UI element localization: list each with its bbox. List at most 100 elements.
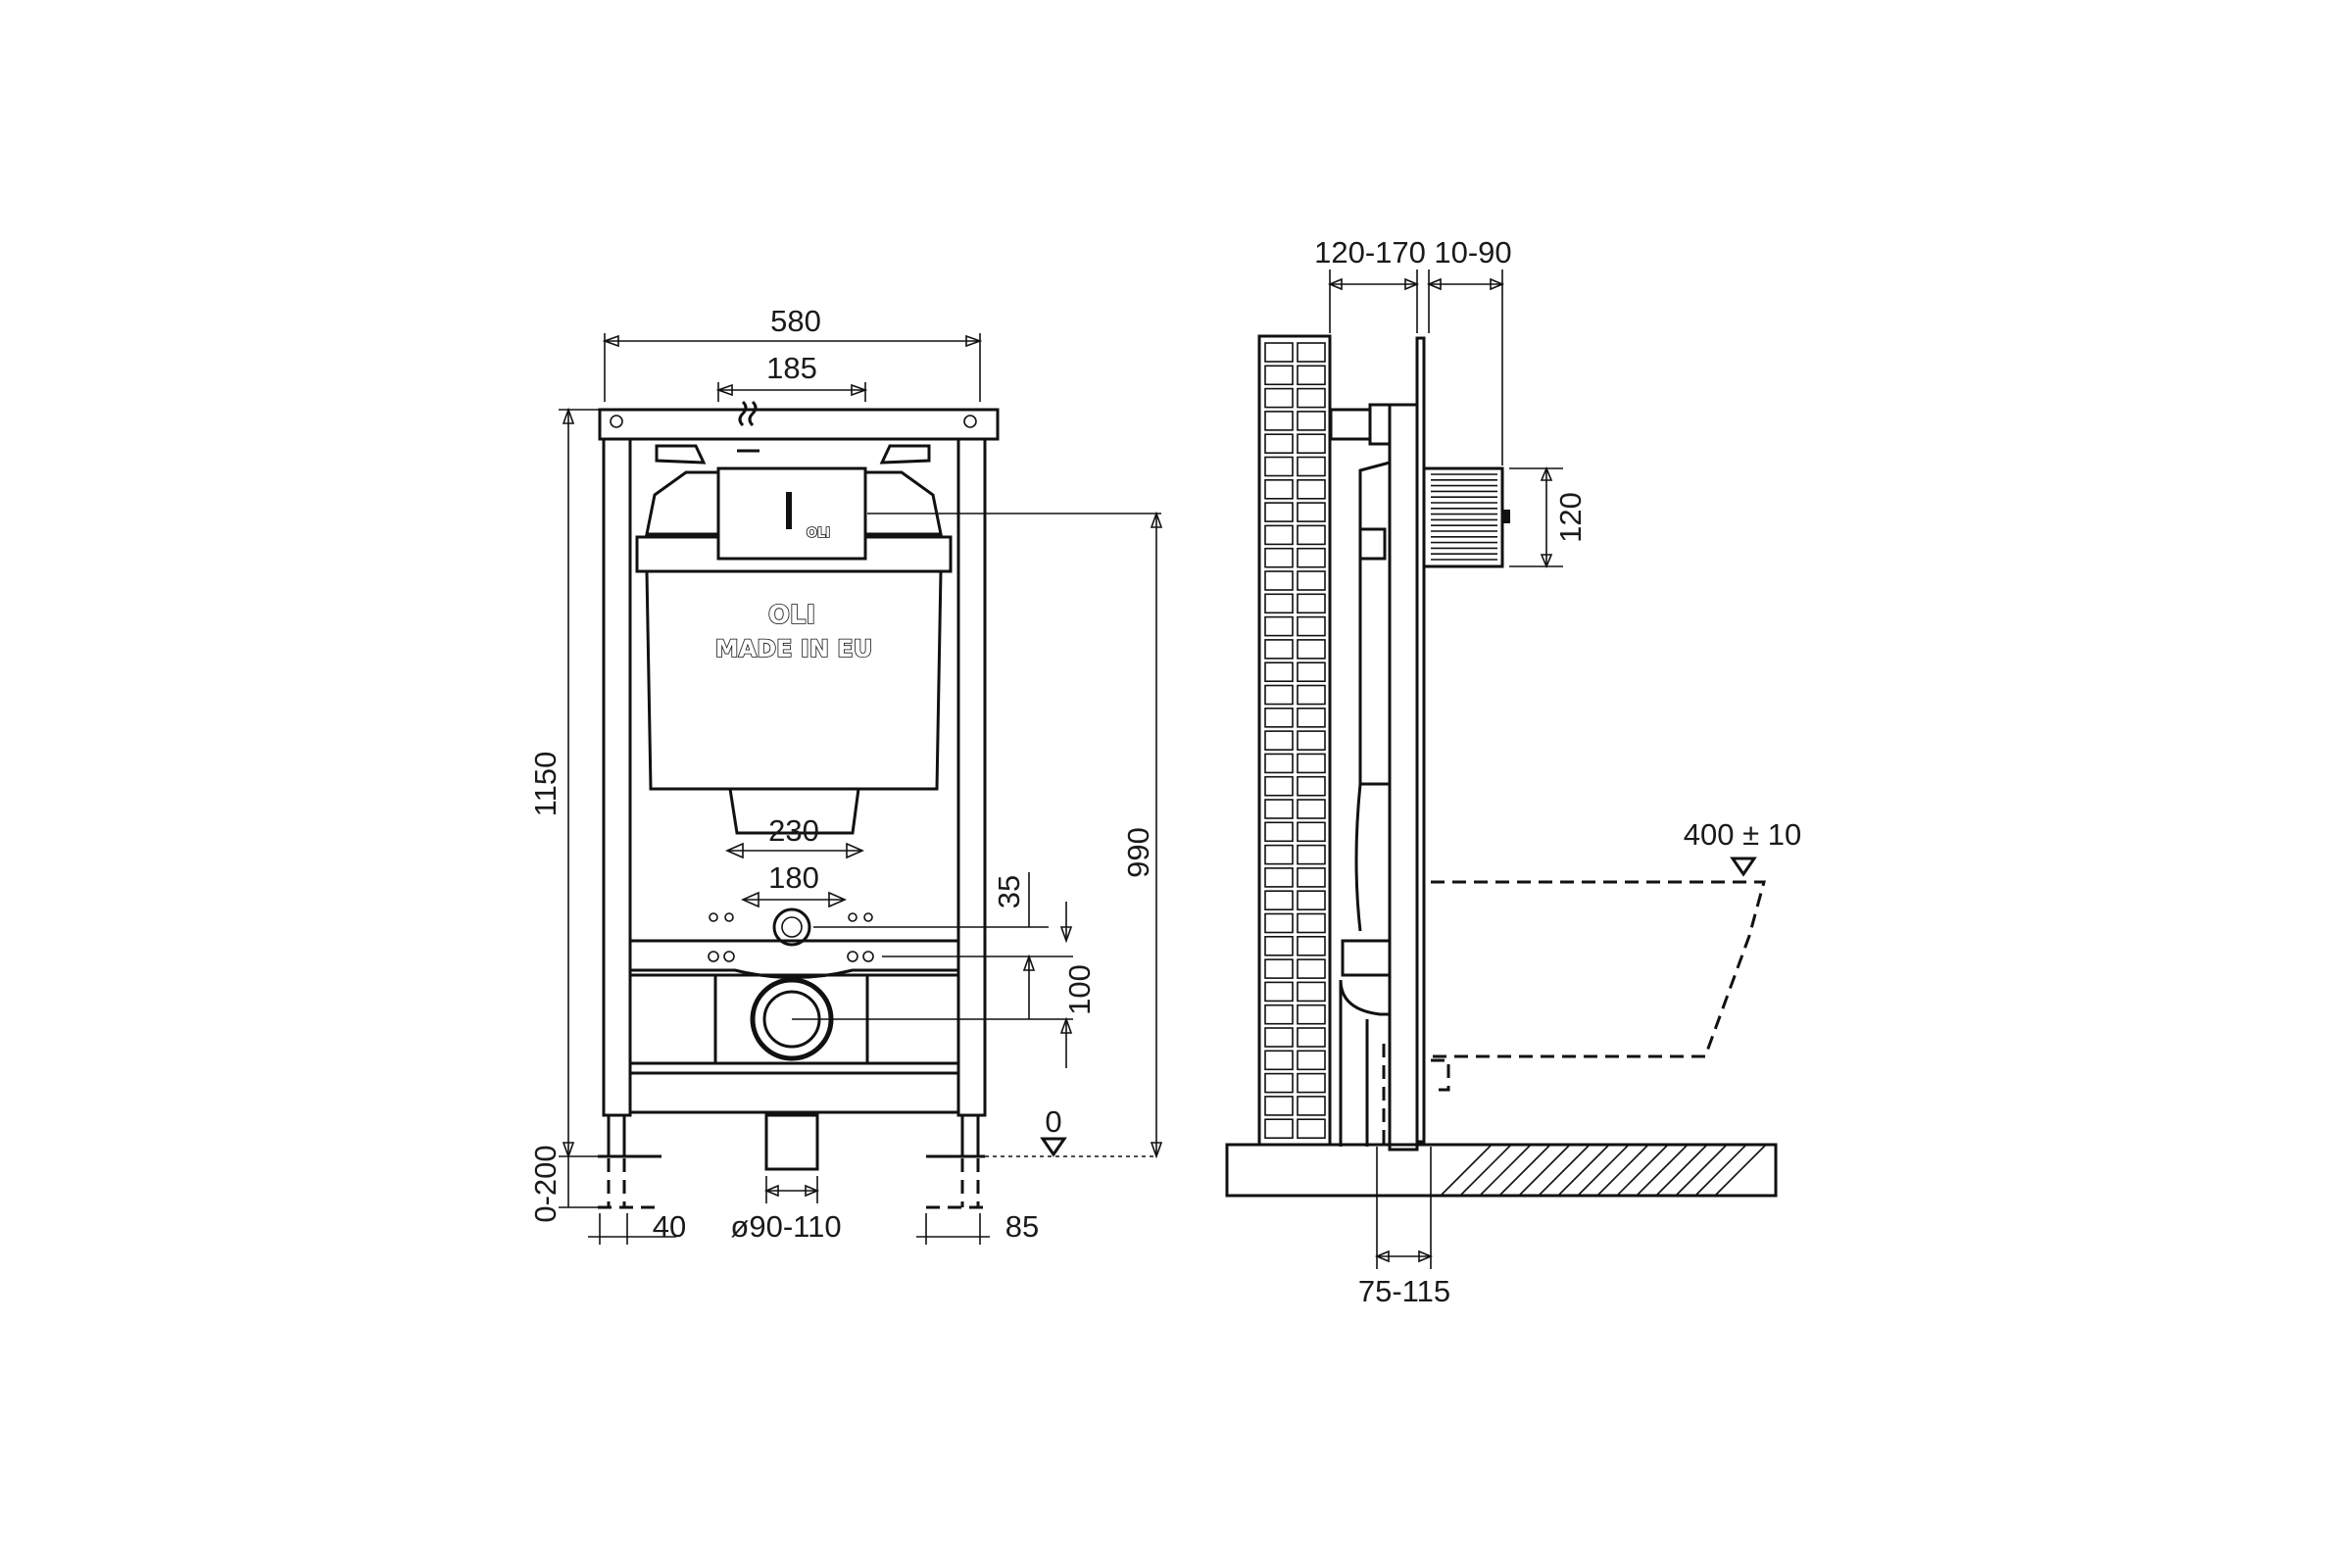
tile <box>1297 593 1326 614</box>
tile <box>1297 1118 1326 1139</box>
hatch-line <box>1459 1144 1512 1197</box>
tile <box>1297 342 1326 363</box>
dim-flange-height: 120 <box>1553 492 1588 543</box>
hatch-line <box>1577 1144 1630 1197</box>
tile <box>1297 411 1326 431</box>
front-view: OLI OLI MADE IN EU 580 185 <box>528 304 1163 1245</box>
tile <box>1297 981 1326 1003</box>
cistern-side <box>1358 461 1392 786</box>
tile <box>1297 958 1326 979</box>
dim-panel-gap: 10-90 <box>1434 235 1511 270</box>
frame-right-post <box>956 437 987 1117</box>
tile <box>1264 958 1294 979</box>
tile <box>1297 753 1326 774</box>
dim-seat-height: 400 ± 10 <box>1684 817 1801 852</box>
tile <box>1297 844 1326 865</box>
cistern-outlet <box>728 788 860 835</box>
tile <box>1297 570 1326 591</box>
tile <box>1264 844 1294 865</box>
dim-feet-adjust: 0-200 <box>528 1145 563 1222</box>
side-view: 120-170 10-90 120 400 ± 10 75-115 <box>1225 235 1801 1308</box>
tile <box>1264 547 1294 568</box>
tile <box>1264 1004 1294 1025</box>
tile <box>1264 433 1294 455</box>
side-frame <box>1388 403 1419 1152</box>
inlet-fitting <box>772 907 811 947</box>
dim-pipe-offset: 75-115 <box>1358 1274 1450 1308</box>
tile <box>1297 799 1326 819</box>
drain-downpipe <box>764 1113 819 1171</box>
floor-slab <box>1225 1143 1778 1198</box>
dim-offset-100: 100 <box>1062 964 1097 1015</box>
tile <box>1297 1096 1326 1116</box>
hatch-line <box>1479 1144 1532 1197</box>
tile <box>1297 456 1326 477</box>
dim-width-frame: 580 <box>770 304 821 338</box>
tile <box>1297 867 1326 888</box>
tile <box>1297 935 1326 956</box>
drain-bend <box>1341 939 1392 977</box>
tile <box>1264 456 1294 477</box>
hatch-line <box>1596 1144 1649 1197</box>
dim-button-height: 990 <box>1121 827 1155 878</box>
tile <box>1297 912 1326 934</box>
tile <box>1297 1004 1326 1025</box>
tile <box>1264 867 1294 888</box>
tile <box>1264 1050 1294 1071</box>
tile <box>1264 342 1294 363</box>
tile <box>1297 1072 1326 1094</box>
dim-foot-40: 40 <box>653 1209 686 1244</box>
hatch-line <box>1538 1144 1591 1197</box>
seat-level-icon <box>1730 857 1757 877</box>
brand-logo-small: OLI <box>807 526 830 541</box>
tile <box>1264 821 1294 843</box>
tile <box>1264 799 1294 819</box>
made-in-label: MADE IN EU <box>715 635 872 662</box>
tile <box>1264 570 1294 591</box>
tile <box>1264 524 1294 546</box>
tile <box>1264 1072 1294 1094</box>
tile <box>1297 524 1326 546</box>
tile <box>1264 387 1294 409</box>
hatch-line <box>1616 1144 1669 1197</box>
level-marker-icon <box>1040 1137 1067 1157</box>
hatch-line <box>1498 1144 1551 1197</box>
cistern-body <box>645 569 943 791</box>
dim-zero: 0 <box>1045 1104 1061 1139</box>
floor-hatch <box>1440 1144 1767 1197</box>
tile <box>1264 981 1294 1003</box>
frame-left-post <box>602 437 632 1117</box>
dim-height-frame: 1150 <box>528 752 563 817</box>
tile <box>1297 502 1326 522</box>
tile <box>1297 707 1326 728</box>
dim-offset-35: 35 <box>992 875 1026 908</box>
tile <box>1297 1050 1326 1071</box>
tile <box>1264 730 1294 751</box>
mount-hole-right <box>963 415 977 428</box>
tile <box>1264 935 1294 956</box>
clip-right <box>879 444 931 465</box>
tile <box>1297 821 1326 843</box>
hatch-line <box>1440 1144 1493 1197</box>
hatch-line <box>1694 1144 1747 1197</box>
hatch-line <box>1636 1144 1689 1197</box>
hatch-line <box>1557 1144 1610 1197</box>
tile <box>1264 890 1294 911</box>
dim-wall-thickness: 120-170 <box>1314 235 1426 270</box>
hatch-line <box>1714 1144 1767 1197</box>
flush-flange <box>1422 466 1504 568</box>
dim-pipe-diameter: ø90-110 <box>730 1209 841 1244</box>
tile <box>1297 639 1326 660</box>
tile <box>1264 1118 1294 1139</box>
hatch-line <box>1518 1144 1571 1197</box>
tile <box>1264 912 1294 934</box>
hatch-line <box>1655 1144 1708 1197</box>
cistern-upper <box>645 470 943 536</box>
frame-bottom-bar <box>628 1071 960 1114</box>
tile <box>1297 365 1326 386</box>
tile <box>1297 890 1326 911</box>
tile <box>1264 1027 1294 1048</box>
bracket-bar <box>628 939 960 979</box>
tile <box>1297 775 1326 797</box>
